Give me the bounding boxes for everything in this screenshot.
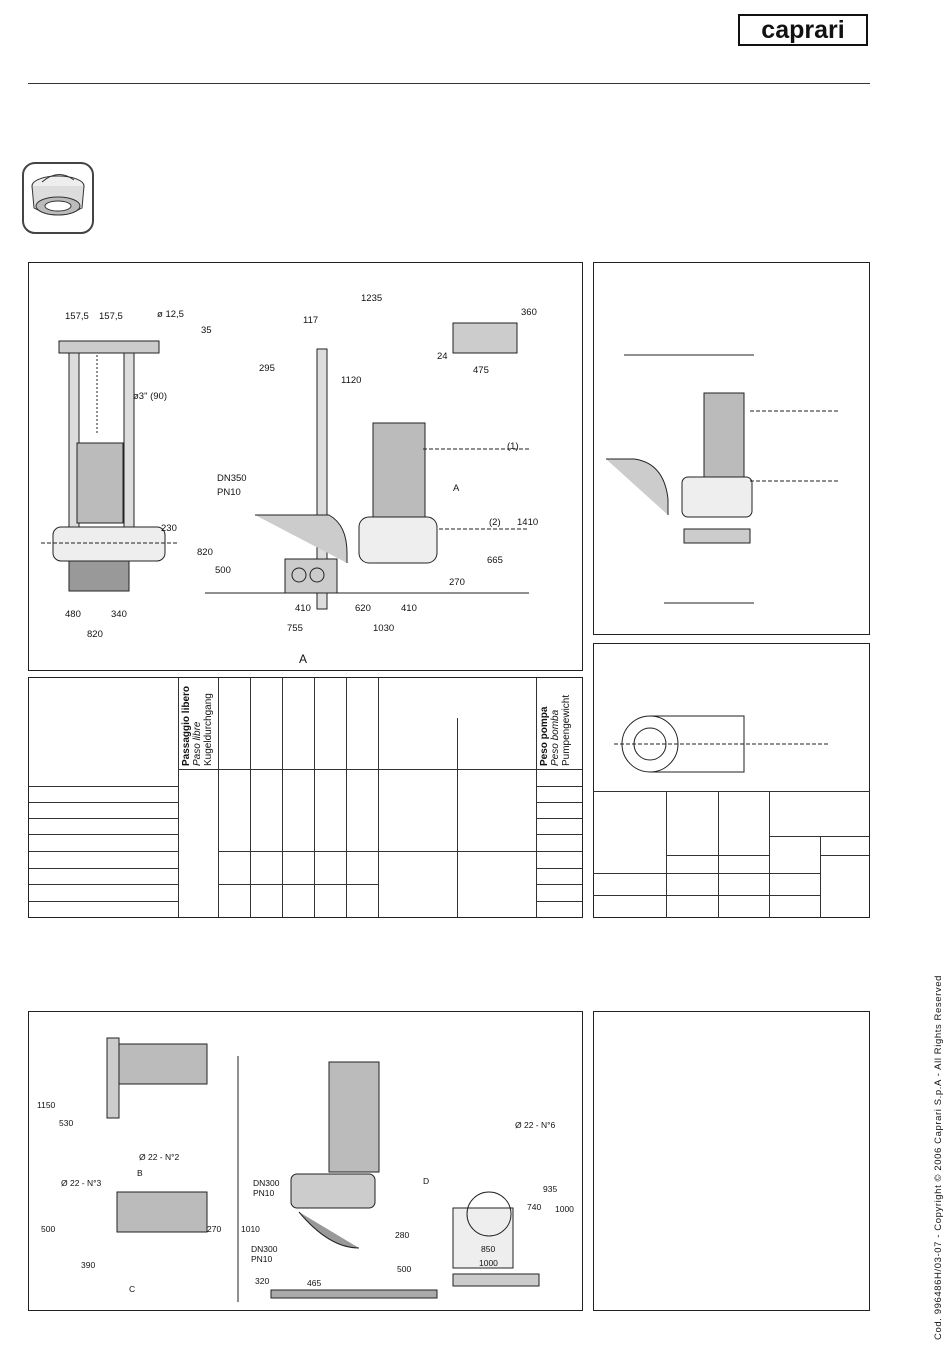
- svg-text:PN10: PN10: [253, 1188, 275, 1198]
- svg-text:B: B: [137, 1168, 143, 1178]
- svg-text:295: 295: [259, 363, 275, 374]
- svg-text:A: A: [453, 483, 460, 494]
- svg-text:1000: 1000: [479, 1258, 498, 1268]
- svg-text:755: 755: [287, 623, 303, 634]
- impeller-icon: [22, 162, 94, 234]
- header-divider: [28, 83, 870, 84]
- svg-text:935: 935: [543, 1184, 557, 1194]
- svg-text:1010: 1010: [241, 1224, 260, 1234]
- svg-text:620: 620: [355, 603, 371, 614]
- svg-text:280: 280: [395, 1230, 409, 1240]
- svg-text:475: 475: [473, 365, 489, 376]
- svg-text:35: 35: [201, 325, 212, 336]
- svg-text:DN350: DN350: [217, 473, 247, 484]
- svg-text:ø 12,5: ø 12,5: [157, 309, 184, 320]
- svg-text:157,5: 157,5: [99, 311, 123, 322]
- header-pump-weight: Peso pompa Peso bomba Pumpengewicht: [539, 694, 572, 766]
- svg-text:530: 530: [59, 1118, 73, 1128]
- flange-drawing-panel: [593, 643, 870, 918]
- flange-table: [593, 791, 870, 918]
- svg-text:500: 500: [215, 565, 231, 576]
- specifications-table: Passaggio libero Paso libre Kugeldurchga…: [28, 677, 583, 918]
- svg-text:500: 500: [41, 1224, 55, 1234]
- svg-text:D: D: [423, 1176, 429, 1186]
- svg-text:1410: 1410: [517, 517, 538, 528]
- pump-dimension-drawing: 157,5 157,5 ø 12,5 35 ø3" (90) 230 480 3…: [41, 293, 538, 666]
- svg-text:Ø 22 - N°3: Ø 22 - N°3: [61, 1178, 102, 1188]
- svg-text:1000: 1000: [555, 1204, 574, 1214]
- svg-text:850: 850: [481, 1244, 495, 1254]
- svg-text:270: 270: [207, 1224, 221, 1234]
- flange-drawing: [614, 715, 830, 773]
- svg-text:465: 465: [307, 1278, 321, 1288]
- svg-text:Ø 22 - N°6: Ø 22 - N°6: [515, 1120, 556, 1130]
- svg-text:480: 480: [65, 609, 81, 620]
- svg-text:1150: 1150: [37, 1100, 56, 1110]
- svg-text:1030: 1030: [373, 623, 394, 634]
- svg-text:410: 410: [401, 603, 417, 614]
- svg-text:PN10: PN10: [217, 487, 241, 498]
- svg-text:340: 340: [111, 609, 127, 620]
- svg-text:DN300: DN300: [253, 1178, 280, 1188]
- svg-text:1235: 1235: [361, 293, 382, 304]
- svg-text:320: 320: [255, 1276, 269, 1286]
- svg-text:230: 230: [161, 523, 177, 534]
- svg-text:24: 24: [437, 351, 448, 362]
- svg-text:ø3" (90): ø3" (90): [133, 391, 167, 402]
- pump-installation-drawing: [606, 354, 840, 604]
- svg-text:(1): (1): [507, 441, 519, 452]
- dimension-drawing-panel: 157,5 157,5 ø 12,5 35 ø3" (90) 230 480 3…: [28, 262, 583, 671]
- svg-text:117: 117: [303, 315, 318, 326]
- svg-text:1120: 1120: [341, 375, 361, 386]
- svg-text:390: 390: [81, 1260, 95, 1270]
- svg-text:(2): (2): [489, 517, 501, 528]
- variants-drawing: 1150 530 Ø 22 - N°2 B Ø 22 - N°3 500 270…: [37, 1037, 574, 1302]
- svg-text:820: 820: [197, 547, 213, 558]
- installation-variants-panel: 1150 530 Ø 22 - N°2 B Ø 22 - N°3 500 270…: [28, 1011, 583, 1311]
- svg-text:Ø 22 - N°2: Ø 22 - N°2: [139, 1152, 180, 1162]
- svg-text:360: 360: [521, 307, 537, 318]
- header-free-passage: Passaggio libero Paso libre Kugeldurchga…: [181, 685, 214, 766]
- svg-text:665: 665: [487, 555, 503, 566]
- svg-text:740: 740: [527, 1202, 541, 1212]
- svg-text:157,5: 157,5: [65, 311, 89, 322]
- svg-text:500: 500: [397, 1264, 411, 1274]
- svg-text:A: A: [299, 652, 307, 666]
- svg-text:270: 270: [449, 577, 465, 588]
- svg-text:DN300: DN300: [251, 1244, 278, 1254]
- svg-text:820: 820: [87, 629, 103, 640]
- svg-text:410: 410: [295, 603, 311, 614]
- svg-text:C: C: [129, 1284, 135, 1294]
- caprari-logo: caprari: [738, 14, 868, 46]
- empty-panel: [593, 1011, 870, 1311]
- installation-drawing-panel: [593, 262, 870, 635]
- svg-text:PN10: PN10: [251, 1254, 273, 1264]
- copyright-notice: Cod. 996486H/03-07 - Copyright © 2006 Ca…: [933, 975, 944, 1340]
